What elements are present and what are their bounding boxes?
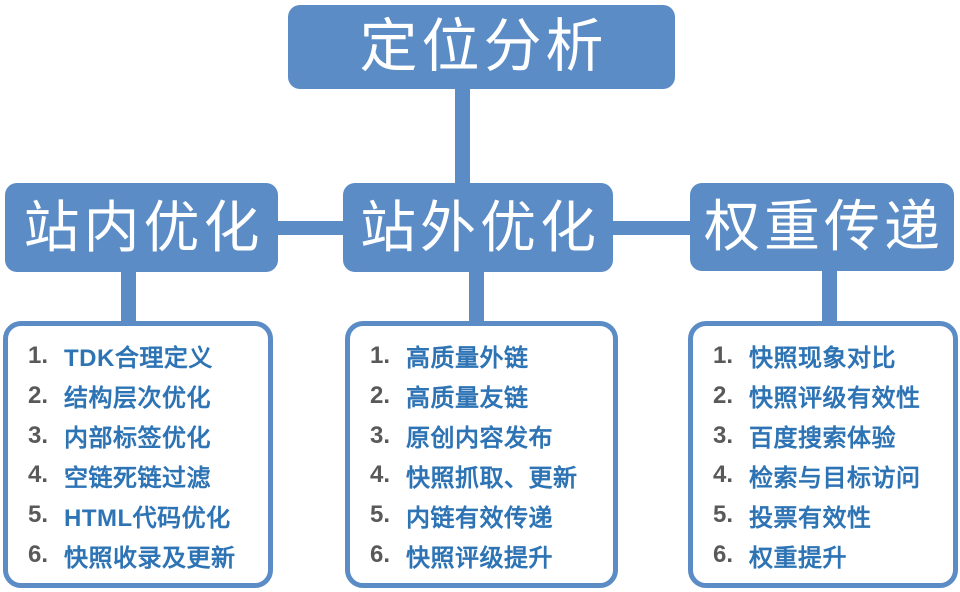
- list-item-number: 4.: [28, 461, 49, 489]
- connector-offsite-to-list: [469, 270, 484, 324]
- node-positioning-analysis: 定位分析: [288, 5, 675, 89]
- list-item-text: 原创内容发布: [406, 425, 553, 453]
- list-item-number: 6.: [370, 541, 391, 569]
- list-item-text: 快照收录及更新: [64, 544, 236, 572]
- list-item-text: 内链有效传递: [406, 504, 553, 532]
- list-onsite-optimization: 1. TDK合理定义 2. 结构层次优化 3. 内部标签优化 4. 空链死链过滤…: [3, 321, 273, 588]
- list-weight-transfer: 1. 快照现象对比 2. 快照评级有效性 3. 百度搜索体验 4. 检索与目标访…: [688, 321, 958, 588]
- list-item-number: 3.: [370, 421, 391, 449]
- node-label: 站外优化: [360, 195, 600, 259]
- list-item-number: 2.: [370, 381, 391, 409]
- connector-onsite-offsite: [274, 221, 346, 235]
- list-item-number: 1.: [713, 341, 734, 369]
- list-item-text: 高质量外链: [406, 345, 529, 373]
- list-item: 6. 权重提升: [713, 535, 947, 575]
- list-item-text: 结构层次优化: [64, 385, 211, 413]
- list-item: 1. 快照现象对比: [713, 336, 947, 376]
- list-item: 1. 高质量外链: [370, 336, 607, 376]
- node-label: 站内优化: [23, 195, 264, 259]
- list-item-text: 检索与目标访问: [749, 464, 921, 492]
- list-item: 4. 检索与目标访问: [713, 455, 947, 495]
- list-item-text: 内部标签优化: [64, 425, 211, 453]
- list-item: 5. HTML代码优化: [28, 495, 262, 535]
- list-item: 5. 投票有效性: [713, 495, 947, 535]
- node-onsite-optimization: 站内优化: [5, 183, 278, 272]
- list-item: 4. 空链死链过滤: [28, 455, 262, 495]
- list-item-text: 权重提升: [749, 544, 847, 572]
- list-item: 1. TDK合理定义: [28, 336, 262, 376]
- list-item-text: 空链死链过滤: [64, 464, 211, 492]
- connector-onsite-to-list: [121, 270, 136, 324]
- list-item: 3. 百度搜索体验: [713, 416, 947, 456]
- list-item: 5. 内链有效传递: [370, 495, 607, 535]
- node-label: 权重传递: [704, 195, 944, 258]
- list-item-number: 5.: [713, 501, 734, 529]
- connector-offsite-weight: [610, 221, 693, 235]
- connector-weight-to-list: [822, 270, 837, 324]
- list-item-text: 高质量友链: [406, 385, 529, 413]
- list-item: 2. 结构层次优化: [28, 376, 262, 416]
- list-item: 2. 快照评级有效性: [713, 376, 947, 416]
- list-item-number: 3.: [713, 421, 734, 449]
- list-item-number: 2.: [28, 381, 49, 409]
- list-item-text: 快照现象对比: [749, 345, 896, 373]
- list-item-number: 5.: [370, 501, 391, 529]
- list-offsite-optimization: 1. 高质量外链 2. 高质量友链 3. 原创内容发布 4. 快照抓取、更新 5…: [345, 321, 618, 588]
- list-item-number: 4.: [370, 461, 391, 489]
- list-item: 4. 快照抓取、更新: [370, 455, 607, 495]
- list-item-number: 1.: [370, 341, 391, 369]
- node-label: 定位分析: [359, 14, 608, 79]
- list-item-text: 百度搜索体验: [749, 425, 896, 453]
- list-item-text: 快照评级提升: [406, 544, 553, 572]
- list-item: 6. 快照评级提升: [370, 535, 607, 575]
- list-item: 6. 快照收录及更新: [28, 535, 262, 575]
- list-item: 2. 高质量友链: [370, 376, 607, 416]
- list-item-text: TDK合理定义: [64, 345, 213, 373]
- list-item: 3. 原创内容发布: [370, 416, 607, 456]
- list-item-number: 5.: [28, 501, 49, 529]
- list-item-number: 6.: [713, 541, 734, 569]
- list-item-text: 快照评级有效性: [749, 385, 921, 413]
- list-item: 3. 内部标签优化: [28, 416, 262, 456]
- list-item-text: 快照抓取、更新: [406, 464, 578, 492]
- list-item-text: 投票有效性: [749, 504, 872, 532]
- list-item-text: HTML代码优化: [64, 504, 231, 532]
- list-item-number: 4.: [713, 461, 734, 489]
- node-weight-transfer: 权重传递: [690, 183, 954, 271]
- node-offsite-optimization: 站外优化: [343, 183, 613, 272]
- list-item-number: 2.: [713, 381, 734, 409]
- connector-root-to-offsite: [455, 88, 470, 186]
- list-item-number: 3.: [28, 421, 49, 449]
- list-item-number: 6.: [28, 541, 49, 569]
- list-item-number: 1.: [28, 341, 49, 369]
